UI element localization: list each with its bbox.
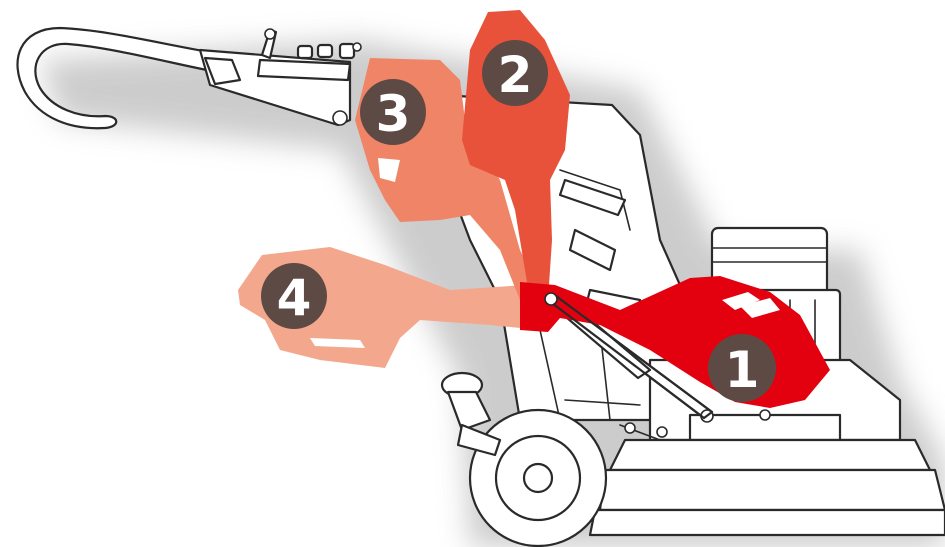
grinding-head-icon bbox=[590, 440, 945, 535]
badge-2: 2 bbox=[482, 40, 548, 106]
badge-1: 1 bbox=[708, 334, 776, 402]
bolt bbox=[760, 410, 770, 420]
badge-1-number: 1 bbox=[725, 341, 760, 399]
badge-3: 3 bbox=[360, 79, 426, 145]
badge-4: 4 bbox=[261, 263, 327, 329]
wheel-icon bbox=[470, 410, 606, 546]
badge-3-number: 3 bbox=[376, 85, 411, 143]
badge-4-number: 4 bbox=[277, 269, 312, 327]
badge-2-number: 2 bbox=[498, 46, 533, 104]
